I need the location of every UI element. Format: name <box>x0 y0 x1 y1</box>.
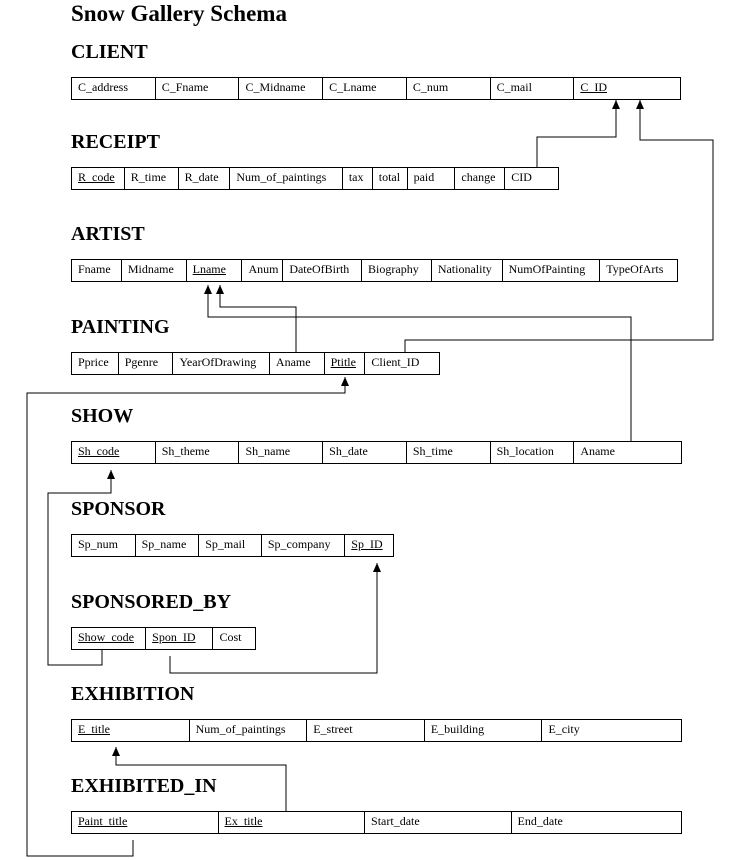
attribute-ptitle: Ptitle <box>325 353 366 374</box>
attribute-sp-mail: Sp_mail <box>199 535 262 556</box>
table-name-receipt: RECEIPT <box>71 131 160 153</box>
attribute-show-code: Show_code <box>72 628 147 649</box>
attribute-sp-id: Sp_ID <box>351 537 383 551</box>
link-painting-aname-to-artist-lname <box>216 285 297 352</box>
attribute-r-date: R_date <box>179 168 231 189</box>
attribute-tax: tax <box>343 168 373 189</box>
attribute-sp-num: Sp_num <box>72 535 136 556</box>
link-painting-clientid-to-client-id <box>404 100 714 352</box>
attribute-lname: Lname <box>187 260 243 281</box>
table-name-sponsor: SPONSOR <box>71 498 166 520</box>
attribute-ex-title: Ex_title <box>219 812 366 833</box>
attribute-anum: Anum <box>242 260 284 281</box>
attribute-e-city: E_city <box>548 722 580 736</box>
attribute-num-of-paintings: Num_of_paintings <box>190 720 308 741</box>
attribute-sp-company: Sp_company <box>262 535 346 556</box>
attribute-num-of-paintings: Num_of_paintings <box>230 168 343 189</box>
table-name-sponsored-by: SPONSORED_BY <box>71 591 232 613</box>
attribute-midname: Midname <box>122 260 187 281</box>
attribute-c-num: C_num <box>407 78 491 99</box>
attribute-total: total <box>373 168 408 189</box>
attribute-sh-theme: Sh_theme <box>156 442 240 463</box>
attribute-r-time: R_time <box>125 168 179 189</box>
attribute-numofpainting: NumOfPainting <box>503 260 601 281</box>
attribute-c-midname: C_Midname <box>239 78 324 99</box>
attribute-e-building: E_building <box>425 720 543 741</box>
table-name-show: SHOW <box>71 405 134 427</box>
attribute-yearofdrawing: YearOfDrawing <box>173 353 270 374</box>
attribute-fname: Fname <box>72 260 122 281</box>
table-name-exhibited-in: EXHIBITED_IN <box>71 775 217 797</box>
attribute-e-title: E_title <box>72 720 190 741</box>
attribute-e-street: E_street <box>307 720 425 741</box>
attribute-paid: paid <box>408 168 456 189</box>
attribute-aname: Aname <box>270 353 325 374</box>
table-name-artist: ARTIST <box>71 223 145 245</box>
attribute-sh-date: Sh_date <box>323 442 407 463</box>
arrowhead <box>636 100 644 109</box>
link-receipt-cid-to-client-id <box>536 100 620 167</box>
attribute-c-lname: C_Lname <box>323 78 407 99</box>
attribute-end-date: End_date <box>517 814 563 828</box>
attribute-c-id: C_ID <box>580 80 607 94</box>
attribute-cost: Cost <box>219 630 242 644</box>
attribute-r-code: R_code <box>72 168 125 189</box>
table-name-painting: PAINTING <box>71 316 170 338</box>
attribute-typeofarts: TypeOfArts <box>606 262 664 276</box>
attribute-paint-title: Paint_title <box>72 812 219 833</box>
arrowhead <box>204 285 212 294</box>
arrowhead <box>373 563 381 572</box>
attribute-biography: Biography <box>362 260 432 281</box>
attribute-pprice: Pprice <box>72 353 119 374</box>
arrowhead <box>612 100 620 109</box>
attribute-aname: Aname <box>580 444 615 458</box>
arrowhead <box>341 377 349 386</box>
arrowhead <box>112 747 120 756</box>
arrowhead <box>107 470 115 479</box>
attribute-spon-id: Spon_ID <box>146 628 214 649</box>
attribute-sh-code: Sh_code <box>72 442 156 463</box>
attribute-start-date: Start_date <box>365 812 512 833</box>
attribute-c-fname: C_Fname <box>156 78 240 99</box>
link-sponsoredby-sponid-to-sponsor-spid <box>169 563 381 674</box>
attribute-dateofbirth: DateOfBirth <box>283 260 363 281</box>
attribute-change: change <box>455 168 506 189</box>
attribute-sh-name: Sh_name <box>239 442 324 463</box>
attribute-sh-location: Sh_location <box>491 442 575 463</box>
attribute-client-id: Client_ID <box>371 355 420 369</box>
table-name-client: CLIENT <box>71 41 148 63</box>
attribute-nationality: Nationality <box>432 260 503 281</box>
page-title: Snow Gallery Schema <box>71 1 287 26</box>
attribute-sh-time: Sh_time <box>407 442 491 463</box>
attribute-cid: CID <box>511 170 532 184</box>
table-name-exhibition: EXHIBITION <box>71 683 195 705</box>
attribute-c-mail: C_mail <box>491 78 575 99</box>
attribute-pgenre: Pgenre <box>119 353 174 374</box>
attribute-c-address: C_address <box>72 78 156 99</box>
arrowhead <box>216 285 224 294</box>
attribute-sp-name: Sp_name <box>136 535 200 556</box>
